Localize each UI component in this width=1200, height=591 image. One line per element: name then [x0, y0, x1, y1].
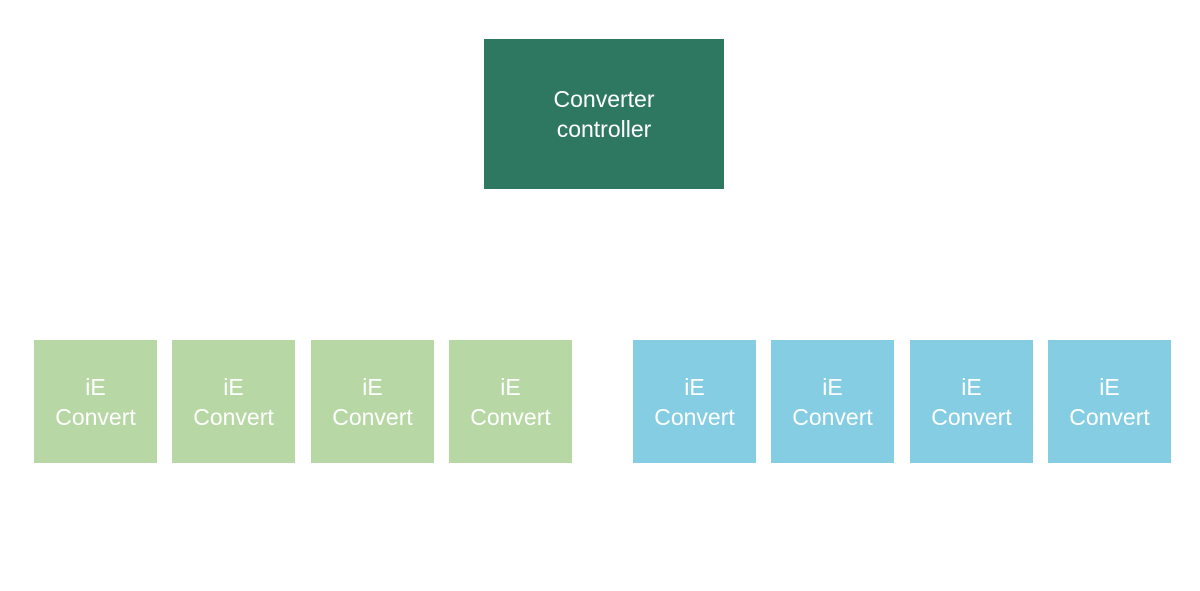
node-label-line2: Convert: [470, 403, 551, 430]
node-label-line1: iE: [85, 373, 106, 400]
controller-label-line1: Converter: [553, 86, 655, 112]
controller-label-line2: controller: [556, 116, 652, 142]
node-label-line2: Convert: [55, 403, 136, 430]
ie-convert-node-green-3: iE Convert: [311, 340, 434, 463]
ie-convert-node-blue-4: iE Convert: [1048, 340, 1171, 463]
node-label-line2: Convert: [193, 403, 274, 430]
ie-convert-node-blue-1: iE Convert: [633, 340, 756, 463]
ie-convert-node-blue-2: iE Convert: [771, 340, 894, 463]
ie-convert-node-blue-3: iE Convert: [910, 340, 1033, 463]
ie-convert-node-green-1: iE Convert: [34, 340, 157, 463]
node-label-line2: Convert: [1069, 403, 1150, 430]
node-label-line2: Convert: [792, 403, 873, 430]
node-label-line1: iE: [223, 373, 244, 400]
node-label-line1: iE: [362, 373, 383, 400]
node-label-line1: iE: [684, 373, 705, 400]
node-label-line1: iE: [961, 373, 982, 400]
node-label-line1: iE: [822, 373, 843, 400]
converter-controller-node: Converter controller: [484, 39, 724, 189]
node-label-line2: Convert: [931, 403, 1012, 430]
node-label-line1: iE: [1099, 373, 1120, 400]
node-label-line2: Convert: [332, 403, 413, 430]
node-label-line1: iE: [500, 373, 521, 400]
ie-convert-node-green-4: iE Convert: [449, 340, 572, 463]
ie-convert-node-green-2: iE Convert: [172, 340, 295, 463]
node-label-line2: Convert: [654, 403, 735, 430]
